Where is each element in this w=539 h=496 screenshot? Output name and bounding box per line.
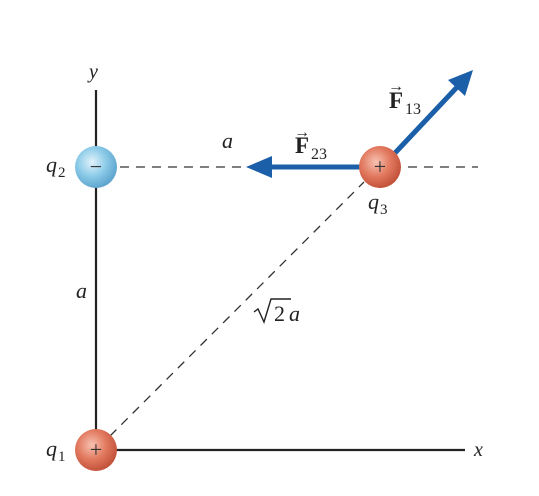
force-f23-subscript: 23 (311, 146, 327, 163)
force-label-f13: → F 13 (388, 78, 421, 118)
distance-label-top: a (222, 128, 233, 153)
distance-label-diagonal: 2 a (253, 298, 300, 326)
force-f23-arrow-accent: → (294, 124, 310, 141)
distance-label-left: a (76, 278, 87, 303)
charge-q3-sphere (359, 146, 401, 188)
y-axis-label: y (87, 61, 98, 83)
charge-q2-sign: − (90, 154, 102, 179)
charge-q2-label: q 2 (46, 152, 66, 181)
radical-sign (253, 298, 291, 324)
charge-q1-sign: + (90, 437, 102, 462)
charge-q3-subscript: 3 (380, 202, 388, 218)
charge-q2-sphere (75, 146, 117, 188)
force-arrow-f13 (393, 82, 462, 155)
charge-q3: + (359, 146, 401, 188)
charge-q3-sign: + (374, 154, 386, 179)
charge-q1-symbol: q (46, 436, 57, 461)
force-arrowhead-f23 (246, 156, 272, 178)
charge-q3-symbol: q (368, 189, 379, 214)
diagonal-variable: a (289, 301, 300, 326)
charge-q1-subscript: 1 (58, 449, 66, 465)
charge-q2-symbol: q (46, 152, 57, 177)
charge-q2-subscript: 2 (58, 165, 66, 181)
diagonal-radicand: 2 (274, 301, 285, 326)
x-axis-label: x (473, 439, 483, 461)
force-label-f23: → F 23 (294, 124, 327, 163)
charge-q1-sphere (75, 429, 117, 471)
force-f13-symbol: F (389, 88, 403, 113)
charge-q2: − (75, 146, 117, 188)
force-arrowhead-f13 (448, 70, 473, 96)
charge-q1: + (75, 429, 117, 471)
force-f13-subscript: 13 (405, 101, 421, 118)
charge-q3-label: q 3 (368, 189, 388, 218)
force-f13-arrow-accent: → (388, 78, 404, 95)
charge-q1-label: q 1 (46, 436, 66, 465)
force-f23-symbol: F (295, 133, 309, 158)
dashed-line-diagonal (109, 181, 365, 437)
